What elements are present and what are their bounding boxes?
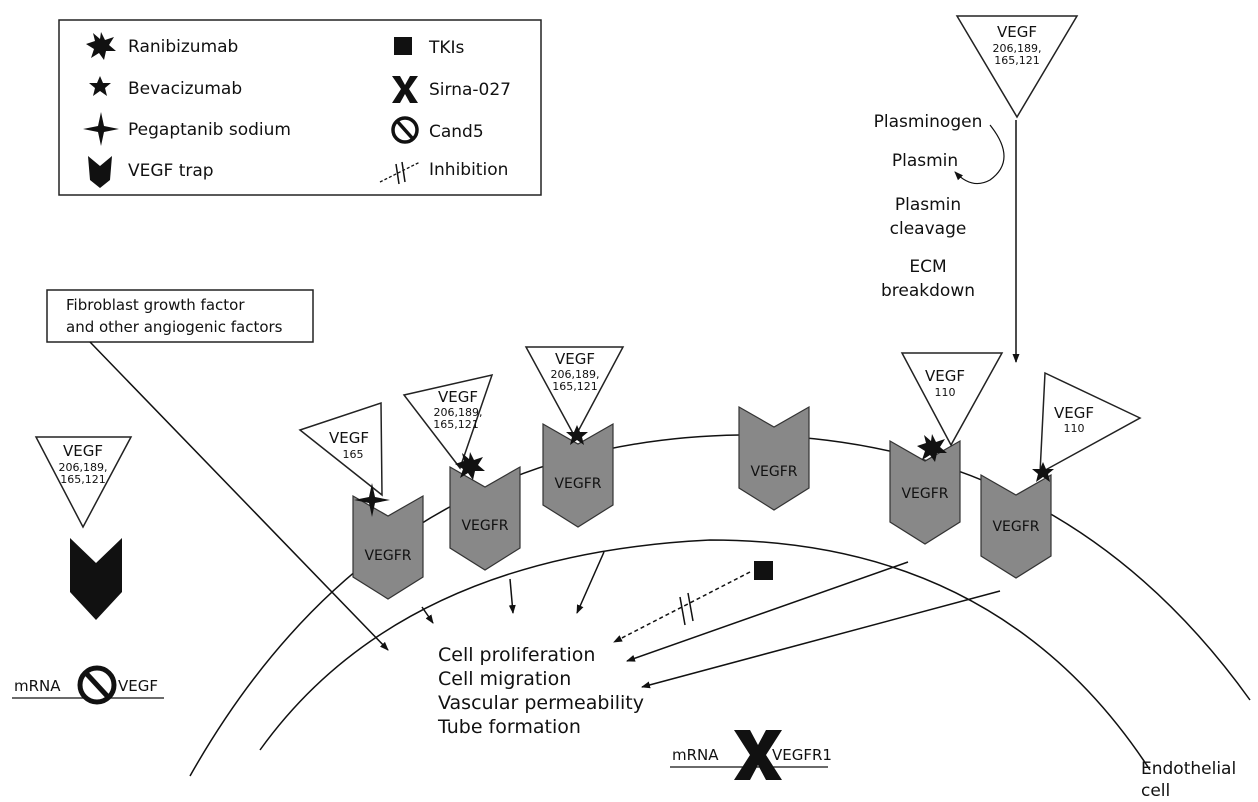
legend-label-sirna: Sirna-027 [429, 80, 511, 100]
vegf-isoforms: 206,189, [434, 406, 483, 419]
plasmin-cleavage-label-2: cleavage [890, 219, 967, 239]
plasmin-label: Plasmin [892, 151, 958, 171]
legend-label-bevacizumab: Bevacizumab [128, 79, 242, 99]
vegfr-label: VEGFR [461, 518, 508, 534]
vegf-receptor-5: VEGFR [889, 440, 961, 545]
vegf-label: VEGF [63, 442, 103, 460]
legend-box [58, 19, 542, 196]
vegf-label: VEGF [997, 23, 1037, 41]
legend-label-pegaptanib: Pegaptanib sodium [128, 120, 291, 140]
plasminogen-label: Plasminogen [874, 112, 983, 132]
vegf-isoforms: 206,189, [551, 368, 600, 381]
vegfr-label: VEGFR [554, 476, 601, 492]
endothelial-label-2: cell [1141, 781, 1170, 801]
vegfr1-gene-label: VEGFR1 [772, 746, 832, 764]
tki-molecule [754, 561, 773, 580]
inhibition-symbol [379, 161, 421, 185]
vegf-ligand-2: VEGF 206,189, 165,121 [402, 373, 494, 470]
signal-arrow-6 [641, 590, 1001, 689]
vegf-ligand-3: VEGF 206,189, 165,121 [524, 346, 625, 439]
fgf-arrow [89, 341, 389, 651]
vegf-receptor-3: VEGFR [542, 423, 614, 528]
vegf-label: VEGF [438, 388, 478, 406]
cellular-effects: Cell proliferation Cell migration Vascul… [437, 644, 644, 738]
vegfr-label: VEGFR [992, 519, 1039, 535]
tki-inhibition-arrow [613, 571, 751, 643]
fgf-box: Fibroblast growth factor and other angio… [46, 289, 314, 343]
vegfr-label: VEGFR [750, 464, 797, 480]
vegf-receptor-6: VEGFR [980, 474, 1052, 579]
vegf-trap-molecule [70, 538, 122, 620]
sirna-symbol [392, 76, 418, 103]
endothelial-label-1: Endothelial [1141, 759, 1236, 779]
effect-vascular-permeability: Vascular permeability [438, 692, 644, 714]
legend-label-inhibition: Inhibition [429, 160, 508, 180]
fgf-label-2: and other angiogenic factors [66, 318, 283, 336]
legend-label-vegf-trap: VEGF trap [128, 161, 214, 181]
vegf-label: VEGF [925, 367, 965, 385]
vegf-receptor-4: VEGFR [738, 406, 810, 511]
vegf-isoforms: 110 [935, 386, 956, 399]
vegf-isoforms: 110 [1064, 422, 1085, 435]
plasmin-cleavage-label-1: Plasmin [895, 195, 961, 215]
vegf-isoforms: 165,121 [60, 473, 106, 486]
signal-arrow-5 [626, 561, 909, 662]
signal-arrow-1 [421, 606, 434, 624]
legend: Ranibizumab Bevacizumab Pegaptanib sodiu… [58, 19, 542, 196]
vegf-receptor-1: VEGFR [352, 495, 424, 600]
mrna-vegf-cand5: mRNA VEGF [12, 665, 164, 705]
nucleus-arc [259, 539, 1151, 771]
vegf-receptor-2: VEGFR [449, 466, 521, 571]
vegf-isoforms: 165,121 [433, 418, 479, 431]
fgf-label-1: Fibroblast growth factor [66, 296, 245, 314]
effect-cell-proliferation: Cell proliferation [438, 644, 595, 666]
sirna-x-icon [734, 730, 782, 780]
vegf-free-left: VEGF 206,189, 165,121 [34, 436, 133, 529]
effect-cell-migration: Cell migration [438, 668, 571, 690]
vegf-top-right: VEGF 206,189, 165,121 [955, 15, 1079, 119]
vegf-110-ligand-6: VEGF 110 [1039, 371, 1142, 475]
vegf-165-ligand: VEGF 165 [298, 401, 383, 497]
vegf-label: VEGF [1054, 404, 1094, 422]
vegf-label: VEGF [555, 350, 595, 368]
outer-membrane-arc [189, 434, 1251, 777]
mrna-label: mRNA [672, 746, 719, 764]
ecm-breakdown-label-2: breakdown [881, 281, 975, 301]
vegf-isoforms: 165,121 [994, 54, 1040, 67]
vegf-gene-label: VEGF [118, 677, 158, 695]
legend-label-tkis: TKIs [428, 38, 465, 58]
mrna-label: mRNA [14, 677, 61, 695]
plasmin-conversion-arrow [954, 124, 1005, 185]
inhibition-bar [679, 596, 686, 626]
vegf-isoforms: 165 [343, 448, 364, 461]
vegf-isoforms: 165,121 [552, 380, 598, 393]
vegfr-label: VEGFR [364, 548, 411, 564]
tki-symbol [394, 37, 412, 55]
legend-label-ranibizumab: Ranibizumab [128, 37, 238, 57]
effect-tube-formation: Tube formation [437, 716, 581, 738]
vegfr-label: VEGFR [901, 486, 948, 502]
cand5-symbol [391, 116, 419, 144]
vegf-110-ligand-5: VEGF 110 [900, 352, 1004, 447]
legend-label-cand5: Cand5 [429, 122, 484, 142]
vegf-trap-symbol [88, 156, 112, 188]
mrna-vegfr1-sirna: mRNA VEGFR1 [670, 730, 832, 780]
vegf-isoforms: 206,189, [59, 461, 108, 474]
signal-arrow-3 [576, 551, 605, 614]
vegf-label: VEGF [329, 429, 369, 447]
inhibition-bar [687, 592, 694, 622]
ecm-breakdown-label-1: ECM [909, 257, 946, 277]
signal-arrow-2 [508, 578, 516, 614]
vegf-isoforms: 206,189, [993, 42, 1042, 55]
